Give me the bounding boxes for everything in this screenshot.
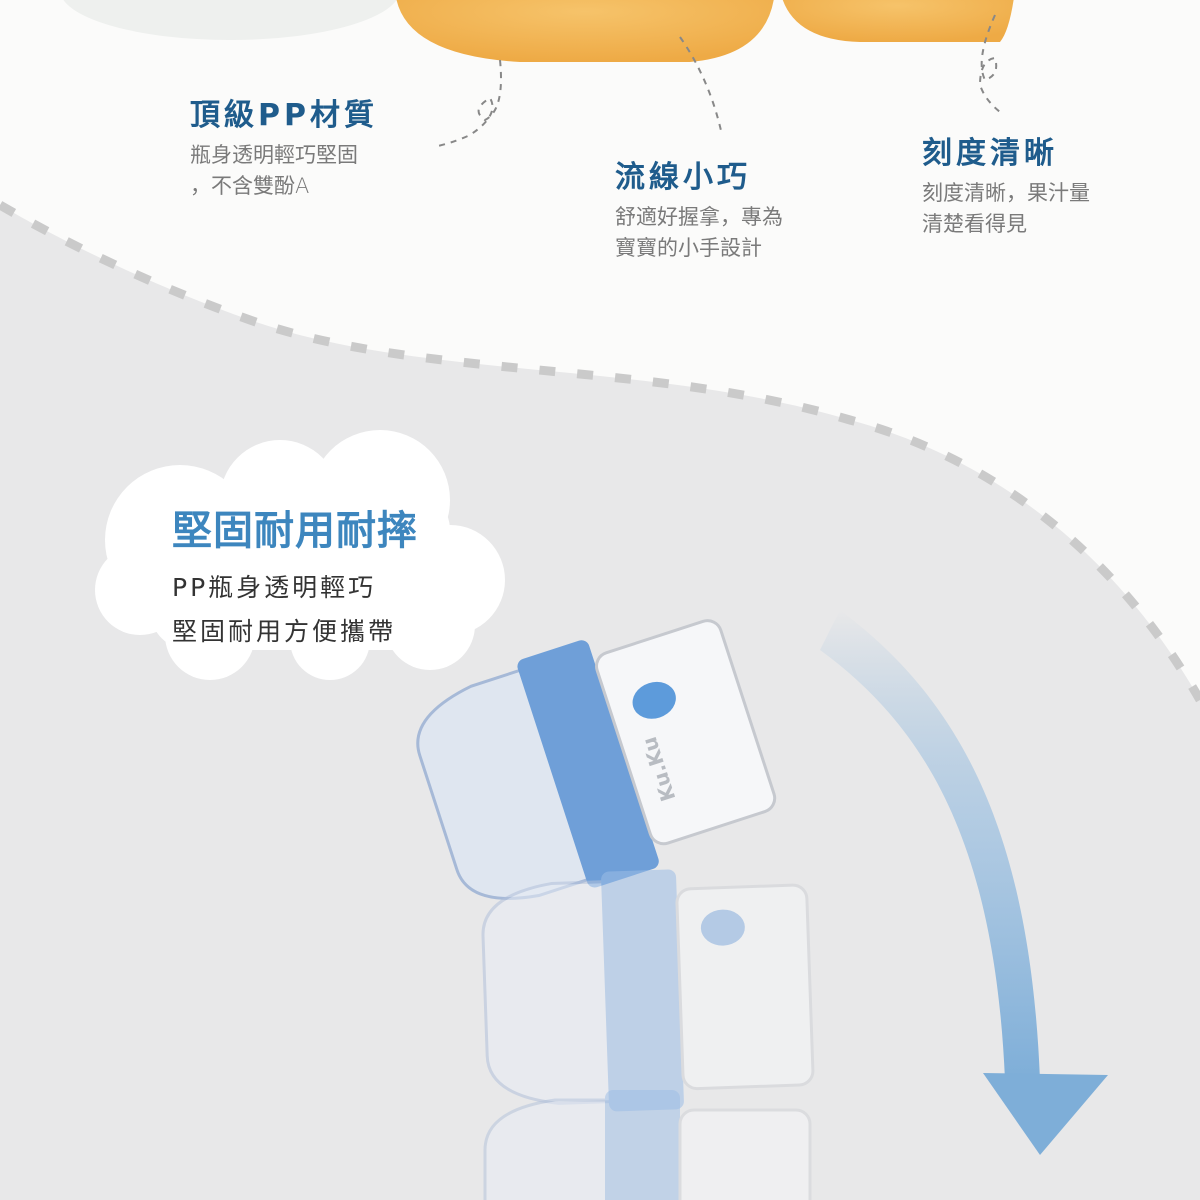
feature-title: 頂級PP材質 — [190, 98, 378, 133]
cloud-desc-line: 堅固耐用方便攜帶 — [172, 617, 397, 646]
curved-arrow-body — [820, 610, 1040, 1080]
feature-desc-line: 刻度清晰，果汁量 — [922, 181, 1090, 205]
feature-desc-line: 瓶身透明輕巧堅固 — [190, 143, 358, 167]
feature-scale: 刻度清晰 刻度清晰，果汁量清楚看得見 — [922, 128, 1090, 240]
feature-desc-line: 舒適好握拿，專為 — [615, 205, 783, 229]
feature-desc-line: 清楚看得見 — [922, 212, 1027, 236]
cloud-callout: 堅固耐用耐摔 PP瓶身透明輕巧堅固耐用方便攜帶 — [172, 498, 418, 654]
cloud-shape — [95, 430, 505, 680]
feature-desc-line: 寶寶的小手設計 — [615, 236, 762, 260]
feature-title: 刻度清晰 — [922, 136, 1058, 171]
bottle-main: Ku.Ku — [416, 619, 777, 900]
feature-desc-line: ，不含雙酚A — [190, 174, 310, 198]
bottle-cap-white — [63, 0, 397, 40]
cloud-title: 堅固耐用耐摔 — [172, 508, 418, 554]
curved-arrow-head — [983, 1073, 1108, 1155]
juice-bottle-1 — [396, 0, 774, 62]
cloud-desc-line: PP瓶身透明輕巧 — [172, 573, 377, 602]
feature-material: 頂級PP材質 瓶身透明輕巧堅固 ，不含雙酚A — [190, 90, 378, 202]
feature-title: 流線小巧 — [615, 160, 751, 195]
feature-streamlined: 流線小巧 舒適好握拿，專為寶寶的小手設計 — [615, 152, 783, 264]
juice-bottle-2 — [782, 0, 1014, 42]
